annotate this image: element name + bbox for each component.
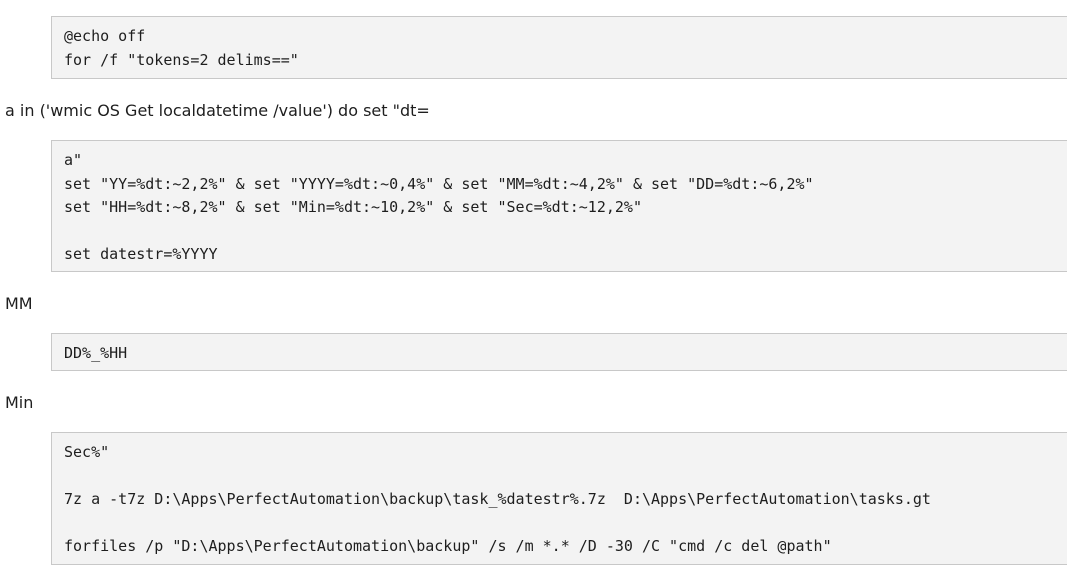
paragraph-text: a in ('wmic OS Get localdatetime /value'… — [5, 101, 430, 120]
code-line — [64, 512, 1067, 536]
code-block-4: Sec%" 7z a -t7z D:\Apps\PerfectAutomatio… — [51, 432, 1067, 565]
code-line: set "HH=%dt:~8,2%" & set "Min=%dt:~10,2%… — [64, 198, 642, 216]
code-line — [64, 465, 1067, 489]
code-line — [64, 220, 1067, 244]
code-line: Sec%" — [64, 443, 110, 461]
code-line: DD%_%HH — [64, 344, 128, 362]
code-line: 7z a -t7z D:\Apps\PerfectAutomation\back… — [64, 490, 931, 508]
paragraph-text: MM — [5, 294, 33, 313]
code-block-2: a" set "YY=%dt:~2,2%" & set "YYYY=%dt:~0… — [51, 140, 1067, 272]
code-block-3: DD%_%HH — [51, 333, 1067, 371]
paragraph-text: Min — [5, 393, 34, 412]
code-line: set "YY=%dt:~2,2%" & set "YYYY=%dt:~0,4%… — [64, 174, 814, 193]
code-line: for /f "tokens=2 delims==" — [64, 50, 299, 69]
code-line: a" — [64, 151, 83, 169]
code-line: set datestr=%YYYY — [64, 245, 218, 263]
code-line: forfiles /p "D:\Apps\PerfectAutomation\b… — [64, 537, 832, 555]
code-block-1: @echo off for /f "tokens=2 delims==" — [51, 16, 1067, 79]
code-line: @echo off — [64, 27, 146, 45]
